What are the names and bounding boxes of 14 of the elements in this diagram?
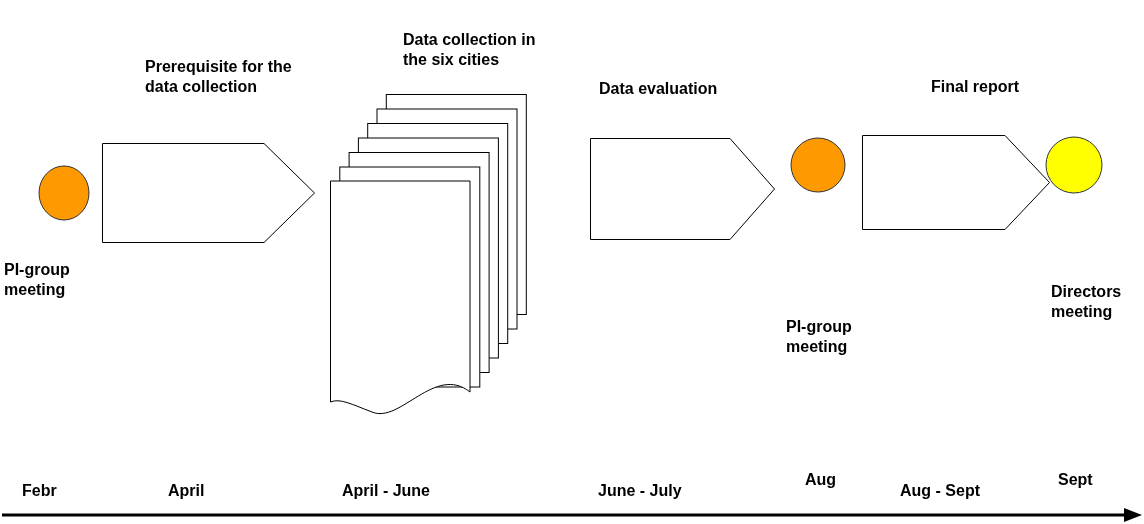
month-label: Febr [22,481,57,501]
month-label: April [168,481,205,501]
milestone-label: Data evaluation [599,79,719,99]
milestone-label: PI-group meeting [4,260,71,300]
milestone-caption: PI-group meeting [786,317,853,357]
month-label: Sept [1058,470,1093,490]
milestone-caption: Directors meeting [1051,282,1123,322]
month-label: Aug - Sept [900,481,980,501]
milestone-label: Final report [931,77,1020,97]
milestone-label: Data collection in the six cities [403,30,537,70]
month-label: Aug [805,470,837,490]
milestone-label: Prerequisite for the data collection [145,57,293,97]
month-label: April - June [342,481,430,501]
month-label: June - July [598,481,682,501]
